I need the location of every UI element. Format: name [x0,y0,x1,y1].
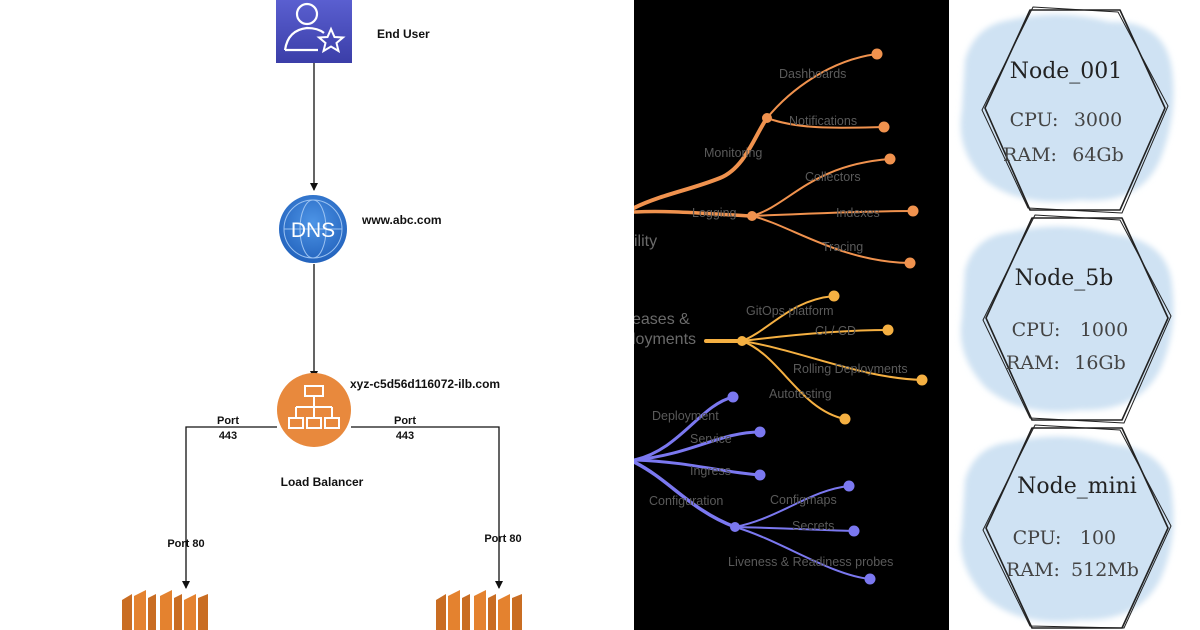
nodes-svg: Node_001 CPU: 3000 RAM: 64Gb Node_5b CPU… [960,6,1174,629]
observability-branch [634,53,914,264]
tracing-node [904,257,916,269]
node-ram-value: 16Gb [1074,352,1126,374]
secrets-label: Secrets [792,519,834,533]
node-name: Node_5b [1015,266,1114,291]
server-stack-icon [436,590,522,630]
configuration-node [730,522,740,532]
node-name: Node_001 [1010,59,1123,84]
monitoring-node [762,113,772,123]
left-in-port-label: Port [217,415,239,427]
cicd-label: CI / CD [815,324,856,338]
dns-domain-label: www.abc.com [361,213,442,227]
ingress-label: Ingress [690,464,731,478]
logging-label: Logging [692,206,737,220]
gitops-label: GitOps platform [746,304,834,318]
node-cpu-value: 100 [1080,527,1116,549]
architecture-diagram: End User DNS www.abc.com xyz-c5d56d11607… [122,0,522,630]
deployment-node [727,391,739,403]
autotesting-label: Autotesting [769,387,832,401]
collectors-label: Collectors [805,170,861,184]
node-cpu-label: CPU: [1010,109,1059,131]
notifications-node [878,121,890,133]
configuration-label: Configuration [649,494,723,508]
lb-to-left-server-arrow [182,426,277,589]
right-in-port-label: Port [394,415,416,427]
node-card: Node_5b CPU: 1000 RAM: 16Gb [960,214,1174,424]
node-ram-label: RAM: [1006,352,1060,374]
collectors-node [884,153,896,165]
indexes-label: Indexes [836,206,880,220]
node-ram-value: 512Mb [1071,559,1139,581]
load-balancer-label: Load Balancer [281,475,364,489]
autotesting-node [839,413,851,425]
tracing-label: Tracing [822,240,863,254]
nodes-panel: Node_001 CPU: 3000 RAM: 64Gb Node_5b CPU… [949,0,1200,630]
lb-to-right-server-arrow [351,426,503,589]
node-cpu-value: 3000 [1074,109,1122,131]
k8s-branch [634,395,871,580]
releases-label-line1: eases & [634,311,690,328]
right-in-port-number: 443 [396,430,414,442]
service-label: Service [690,432,732,446]
releases-label-line2: loyments [634,331,696,348]
dashboards-label: Dashboards [779,67,846,81]
rolling-deployments-node [916,374,928,386]
dashboards-node [871,48,883,60]
dns-globe-icon: DNS [279,195,347,263]
observability-label: ility [634,233,657,250]
node-ram-label: RAM: [1006,559,1060,581]
probes-label: Liveness & Readiness probes [728,555,893,569]
dns-icon-text: DNS [291,219,335,242]
configmaps-label: Configmaps [770,493,837,507]
server-stack-icon [122,590,208,630]
indexes-node [907,205,919,217]
left-out-port-label: Port 80 [167,538,204,550]
right-out-port-label: Port 80 [484,533,521,545]
left-in-port-number: 443 [219,430,237,442]
node-card: Node_mini CPU: 100 RAM: 512Mb [960,424,1174,629]
releases-branch [704,295,923,420]
architecture-svg: End User DNS www.abc.com xyz-c5d56d11607… [122,0,522,630]
cicd-node [882,324,894,336]
load-balancer-icon [277,373,351,447]
secrets-node [848,525,860,537]
deployment-label: Deployment [652,409,719,423]
node-cpu-label: CPU: [1013,527,1062,549]
node-ram-label: RAM: [1003,144,1057,166]
rolling-deployments-label: Rolling Deployments [793,362,908,376]
node-ram-value: 64Gb [1072,144,1124,166]
node-cpu-value: 1000 [1080,319,1128,341]
ingress-node [754,469,766,481]
releases-node [737,336,747,346]
end-user-label: End User [377,27,430,41]
lb-host-label: xyz-c5d56d116072-ilb.com [350,377,500,391]
devops-mindmap: ility eases & loyments Monitoring Dashbo… [634,0,949,630]
service-node [754,426,766,438]
node-card: Node_001 CPU: 3000 RAM: 64Gb [960,6,1174,214]
logging-node [747,211,757,221]
notifications-label: Notifications [789,114,857,128]
mindmap-svg: ility eases & loyments Monitoring Dashbo… [634,48,928,585]
gitops-node [828,290,840,302]
user-star-icon [276,0,352,63]
configmaps-node [843,480,855,492]
probes-node [864,573,876,585]
node-cpu-label: CPU: [1012,319,1061,341]
monitoring-label: Monitoring [704,146,762,160]
node-name: Node_mini [1017,474,1137,499]
